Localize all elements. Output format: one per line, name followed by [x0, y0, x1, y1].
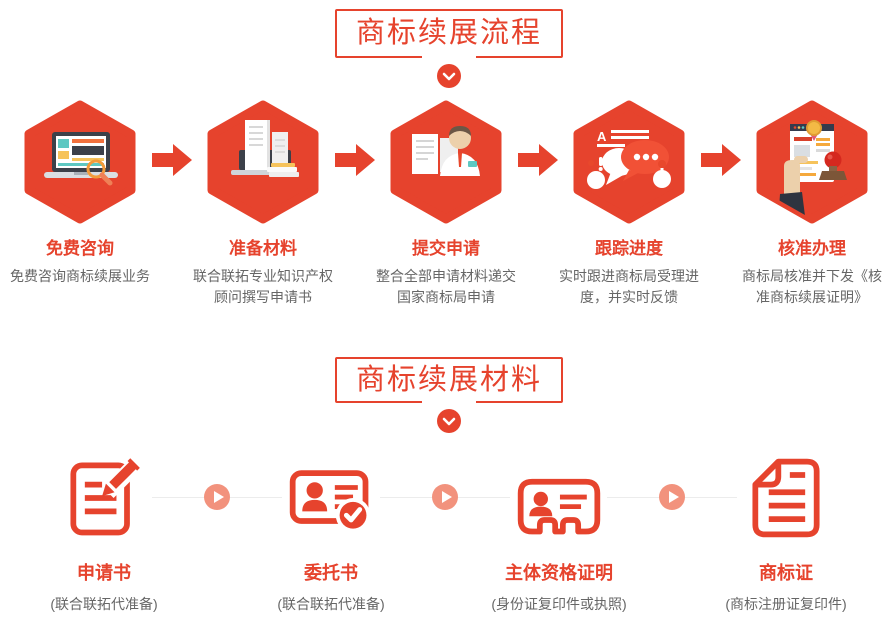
material-name: 委托书 — [304, 563, 358, 583]
material-description: (联合联拓代准备) — [277, 596, 385, 612]
id-card-check-icon — [289, 470, 371, 533]
play-circle-icon — [432, 484, 458, 510]
arrow-right-icon — [335, 144, 375, 176]
agent-documents-icon — [390, 100, 502, 224]
border-notch — [422, 56, 476, 58]
documents-stack-icon — [207, 100, 319, 224]
process-step-5: 核准办理 商标局核准并下发《核准商标续展证明》 — [727, 100, 895, 308]
chevron-down-icon — [437, 57, 461, 88]
material-description: (商标注册证复印件) — [725, 596, 847, 612]
process-section-title: 商标续展流程 — [355, 17, 542, 49]
material-name: 商标证 — [759, 563, 813, 583]
material-item-3: 主体资格证明 (身份证复印件或执照) — [464, 452, 654, 614]
arrow-right-icon — [518, 144, 558, 176]
step-description: 实时跟进商标局受理进度，并实时反馈 — [559, 268, 699, 305]
material-name: 主体资格证明 — [505, 563, 613, 583]
material-item-4: 商标证 (商标注册证复印件) — [691, 452, 881, 614]
material-name: 申请书 — [77, 563, 131, 583]
certificate-document-icon — [752, 458, 820, 538]
step-name: 跟踪进度 — [595, 239, 663, 258]
chevron-down-icon — [437, 403, 461, 433]
material-description: (联合联拓代准备) — [50, 596, 158, 612]
materials-section-title: 商标续展材料 — [355, 364, 542, 396]
chat-bubbles-icon: A — [573, 100, 685, 224]
process-step-4: A 跟踪进度 实时跟进商标局受理进度，并实时反馈 — [544, 100, 714, 308]
border-notch — [422, 401, 476, 403]
play-circle-icon — [204, 484, 230, 510]
process-section-title-box: 商标续展流程 — [335, 9, 563, 88]
process-step-3: 提交申请 整合全部申请材料递交国家商标局申请 — [361, 100, 531, 308]
process-step-1: 免费咨询 免费咨询商标续展业务 — [0, 100, 165, 287]
step-name: 提交申请 — [412, 239, 480, 258]
material-item-2: 委托书 (联合联拓代准备) — [236, 452, 426, 614]
play-circle-icon — [659, 484, 685, 510]
step-name: 核准办理 — [778, 239, 846, 258]
svg-text:A: A — [597, 129, 607, 144]
document-pencil-icon — [70, 451, 149, 536]
arrow-right-icon — [701, 144, 741, 176]
laptop-analytics-icon — [24, 100, 136, 224]
materials-section-title-box: 商标续展材料 — [335, 357, 563, 433]
step-name: 准备材料 — [229, 239, 297, 258]
material-item-1: 申请书 (联合联拓代准备) — [9, 451, 199, 614]
step-name: 免费咨询 — [46, 239, 114, 258]
process-step-2: 准备材料 联合联拓专业知识产权顾问撰写申请书 — [178, 100, 348, 308]
material-description: (身份证复印件或执照) — [491, 596, 627, 612]
stamp-approval-icon — [756, 100, 868, 224]
step-description: 联合联拓专业知识产权顾问撰写申请书 — [193, 268, 333, 305]
step-description: 免费咨询商标续展业务 — [10, 268, 150, 284]
arrow-right-icon — [152, 144, 192, 176]
step-description: 整合全部申请材料递交国家商标局申请 — [376, 268, 516, 305]
id-card-icon — [517, 478, 601, 535]
step-description: 商标局核准并下发《核准商标续展证明》 — [742, 268, 882, 305]
